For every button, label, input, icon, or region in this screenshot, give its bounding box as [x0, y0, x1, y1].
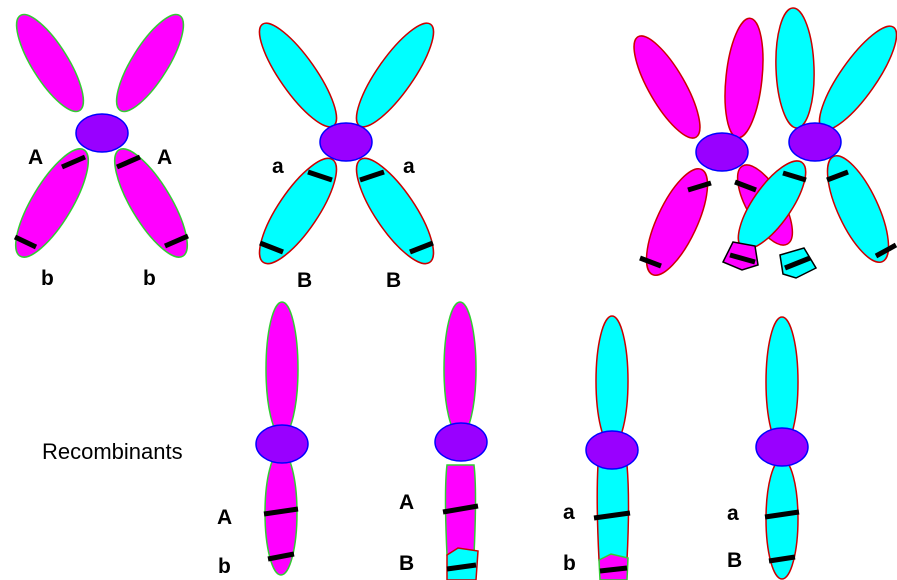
- chromatid-arm: [248, 14, 349, 136]
- allele-label: B: [386, 270, 401, 291]
- allele-label: a: [727, 503, 739, 524]
- recombinants-caption: Recombinants: [42, 441, 183, 463]
- gene-band: [600, 568, 627, 571]
- allele-label: a: [563, 502, 575, 523]
- cyan-chromosome-pair: [247, 14, 447, 274]
- chromatid-arm: [3, 140, 101, 267]
- centromere: [320, 123, 372, 161]
- chromatid-arm: [774, 7, 816, 128]
- centromere: [789, 123, 841, 161]
- allele-label: a: [403, 156, 415, 177]
- allele-label: A: [399, 492, 414, 513]
- centromere: [76, 114, 128, 152]
- chromatid-arm: [266, 302, 298, 436]
- recombinant-chromosome-AB: [435, 302, 487, 580]
- chromatid-arm: [102, 140, 200, 267]
- centromere: [696, 133, 748, 171]
- recombinant-chromosome-aB: [756, 317, 808, 579]
- chromatid-arm: [808, 17, 897, 139]
- allele-label: b: [218, 556, 231, 577]
- chromatid-arm: [622, 28, 711, 146]
- allele-label: A: [157, 147, 172, 168]
- chromatid-arm: [105, 6, 195, 120]
- chromatid-arm: [720, 16, 768, 139]
- allele-label: A: [28, 147, 43, 168]
- allele-label: a: [272, 156, 284, 177]
- allele-label: b: [41, 268, 54, 289]
- chromatid-arm: [5, 6, 95, 120]
- allele-label: B: [399, 553, 414, 574]
- chromatid-arm: [444, 302, 476, 436]
- centromere: [756, 428, 808, 466]
- chromatid-arm: [345, 14, 446, 136]
- chromatid-arm: [344, 148, 447, 273]
- centromere: [586, 431, 638, 469]
- chromatid-arm: [247, 148, 350, 273]
- chromatid-arm: [596, 316, 628, 446]
- allele-label: b: [563, 553, 576, 574]
- centromere: [435, 423, 487, 461]
- recombinant-chromosome-ab: [256, 302, 308, 575]
- centromere: [256, 425, 308, 463]
- allele-label: b: [143, 268, 156, 289]
- magenta-chromosome-pair: [3, 6, 200, 266]
- recombinant-chromosome-ab-cyan: [586, 316, 638, 580]
- chromatid-arm: [634, 161, 719, 283]
- allele-label: B: [727, 550, 742, 571]
- allele-label: B: [297, 270, 312, 291]
- allele-label: A: [217, 507, 232, 528]
- crossing-over-chromosomes: [622, 7, 897, 283]
